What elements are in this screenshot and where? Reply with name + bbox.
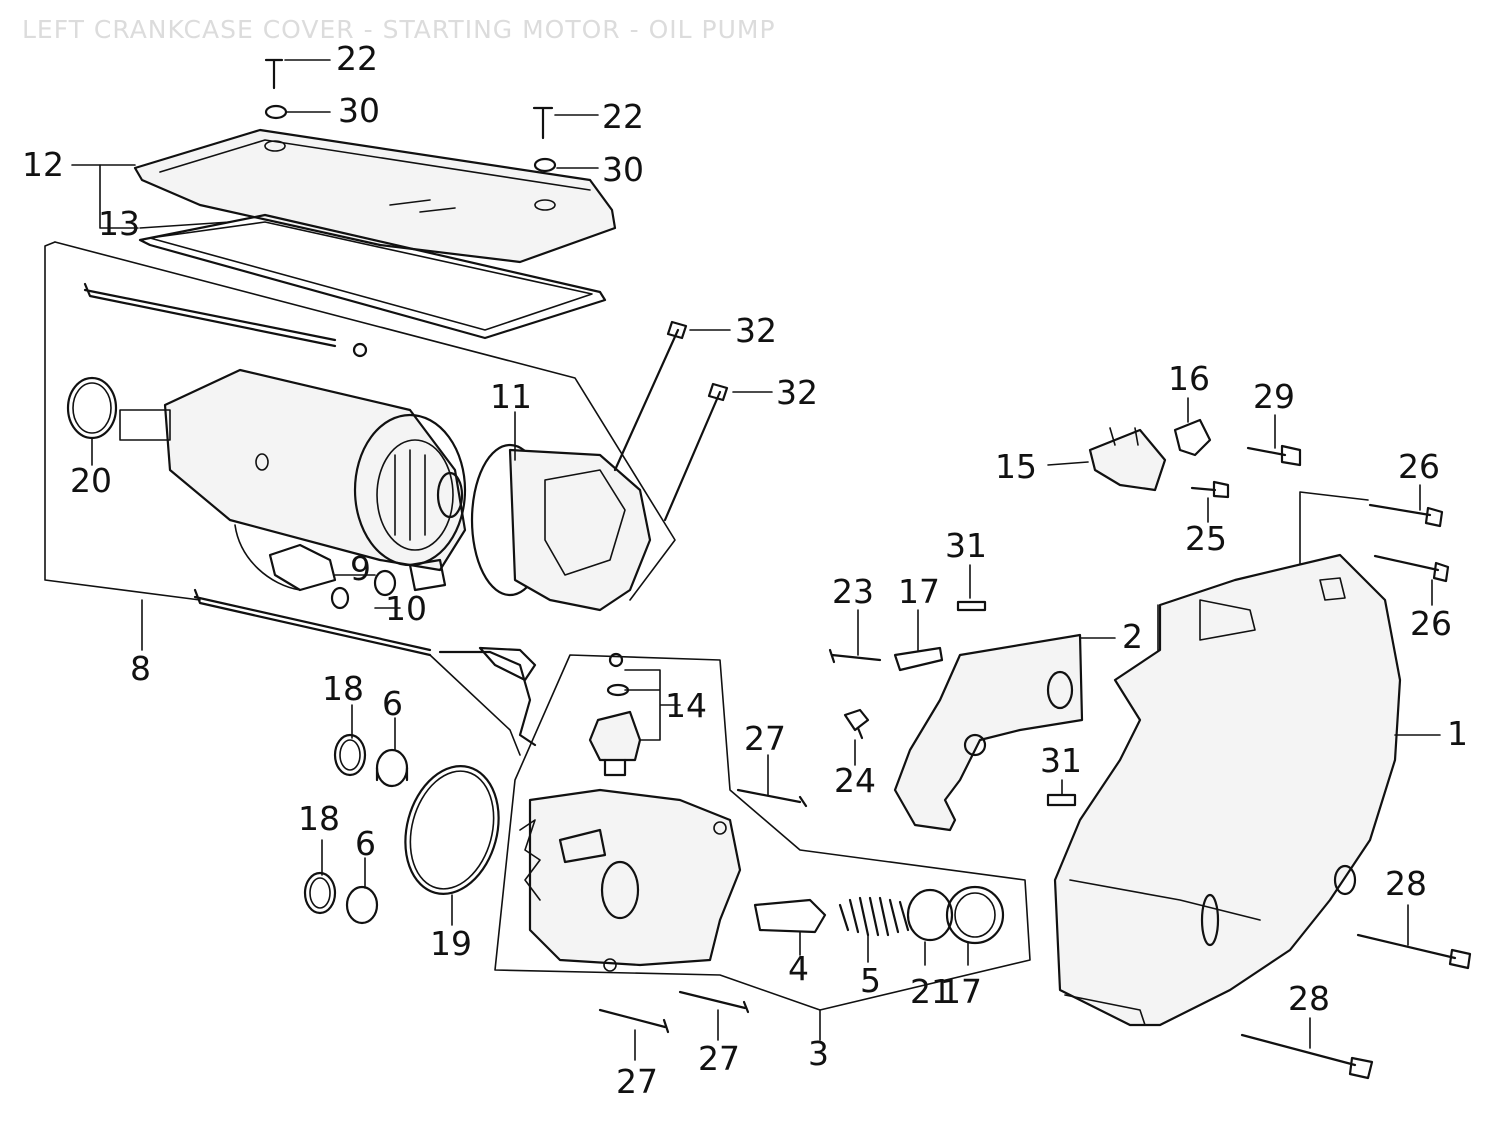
callout-22: 22 xyxy=(336,39,378,78)
callout-2: 2 xyxy=(1122,617,1143,656)
bolt-22-right xyxy=(532,106,554,140)
callout-11: 11 xyxy=(490,377,532,416)
callout-32: 32 xyxy=(776,373,818,412)
o-ring-20 xyxy=(66,376,118,440)
bracket-2 xyxy=(893,633,1084,832)
long-bolt-32-b xyxy=(663,382,729,522)
callout-18: 18 xyxy=(322,669,364,708)
leader-lines xyxy=(71,59,1441,1061)
oil-pump-group-outline xyxy=(494,654,1031,1011)
callout-25: 25 xyxy=(1185,519,1227,558)
crankcase-top-cover xyxy=(133,128,617,264)
bolt-27-lower-mid xyxy=(678,990,750,1014)
callout-22: 22 xyxy=(602,97,644,136)
callout-30: 30 xyxy=(338,91,380,130)
callout-24: 24 xyxy=(834,761,876,800)
starter-group-outline xyxy=(44,241,676,601)
callout-20: 20 xyxy=(70,461,112,500)
callout-9: 9 xyxy=(350,549,371,588)
relief-valve-4 xyxy=(753,898,827,934)
starter-end-cover-11 xyxy=(470,443,652,612)
callout-30: 30 xyxy=(602,150,644,189)
through-bolt-lower xyxy=(193,588,432,657)
spring-5 xyxy=(838,896,910,937)
bolt-27-lower-left xyxy=(598,1008,670,1034)
screw-24 xyxy=(843,708,870,740)
callout-18: 18 xyxy=(298,799,340,838)
callout-5: 5 xyxy=(860,961,881,1000)
oil-pressure-switch-14 xyxy=(588,652,642,777)
callout-8: 8 xyxy=(130,649,151,688)
pin-31-upper xyxy=(956,600,987,612)
callout-27: 27 xyxy=(744,719,786,758)
through-bolt-upper xyxy=(83,282,337,348)
callout-26: 26 xyxy=(1398,447,1440,486)
oil-seal-18-upper xyxy=(333,733,367,777)
callout-17: 17 xyxy=(940,972,982,1011)
oil-seal-18-lower xyxy=(303,871,337,915)
callout-1: 1 xyxy=(1447,714,1468,753)
bushing-6-upper xyxy=(375,748,409,788)
bolt-28-upper xyxy=(1356,933,1472,970)
bolt-26-lower xyxy=(1373,554,1450,583)
callout-10: 10 xyxy=(385,589,427,628)
callout-labels: 22 30 22 30 12 13 32 32 11 20 8 9 10 18 … xyxy=(22,39,1468,1101)
callout-26: 26 xyxy=(1410,604,1452,643)
callout-31: 31 xyxy=(1040,741,1082,780)
callout-12: 12 xyxy=(22,145,64,184)
bolt-25 xyxy=(1190,480,1230,499)
cable-leader xyxy=(429,654,521,756)
pulser-15 xyxy=(1088,427,1167,492)
crankcase-cover-gasket xyxy=(138,213,607,340)
small-nut xyxy=(352,342,368,358)
callout-13: 13 xyxy=(98,204,140,243)
pin-31-lower xyxy=(1046,793,1077,807)
washer-30-right xyxy=(533,157,557,173)
callout-19: 19 xyxy=(430,924,472,963)
o-ring-17-pump xyxy=(945,885,1005,945)
o-ring-19 xyxy=(404,765,500,895)
callout-27: 27 xyxy=(616,1062,658,1101)
diagram-title: LEFT CRANKCASE COVER - STARTING MOTOR - … xyxy=(22,15,776,44)
bolt-29 xyxy=(1246,444,1302,467)
callout-14: 14 xyxy=(665,686,707,725)
oil-pump-body xyxy=(519,788,742,972)
long-bolt-32-a xyxy=(613,320,688,472)
bolt-28-lower xyxy=(1240,1033,1374,1080)
callout-23: 23 xyxy=(832,572,874,611)
callout-31: 31 xyxy=(945,526,987,565)
bolt-26-upper xyxy=(1368,503,1444,528)
grommet-16 xyxy=(1173,418,1212,457)
callout-15: 15 xyxy=(995,447,1037,486)
washer-21 xyxy=(906,888,954,942)
washer-10 xyxy=(330,569,397,610)
bolt-22-left xyxy=(264,58,284,90)
callout-16: 16 xyxy=(1168,359,1210,398)
callout-28: 28 xyxy=(1385,864,1427,903)
washer-30-left xyxy=(264,104,288,120)
callout-32: 32 xyxy=(735,311,777,350)
callout-3: 3 xyxy=(808,1034,829,1073)
callout-21: 21 xyxy=(910,972,952,1011)
callout-27: 27 xyxy=(698,1039,740,1078)
callout-6: 6 xyxy=(382,684,403,723)
brush-holder-9 xyxy=(268,543,447,592)
starting-motor xyxy=(119,368,467,591)
callout-17: 17 xyxy=(898,572,940,611)
callout-29: 29 xyxy=(1253,377,1295,416)
callout-4: 4 xyxy=(788,949,809,988)
bushing-6-lower xyxy=(345,885,379,925)
callout-6: 6 xyxy=(355,824,376,863)
bolt-23 xyxy=(828,648,882,664)
left-crankcase-cover xyxy=(1053,553,1402,1027)
bolt-27-right xyxy=(736,788,808,808)
clip-17-bracket xyxy=(893,646,944,672)
callout-28: 28 xyxy=(1288,979,1330,1018)
starter-cable xyxy=(438,646,537,747)
